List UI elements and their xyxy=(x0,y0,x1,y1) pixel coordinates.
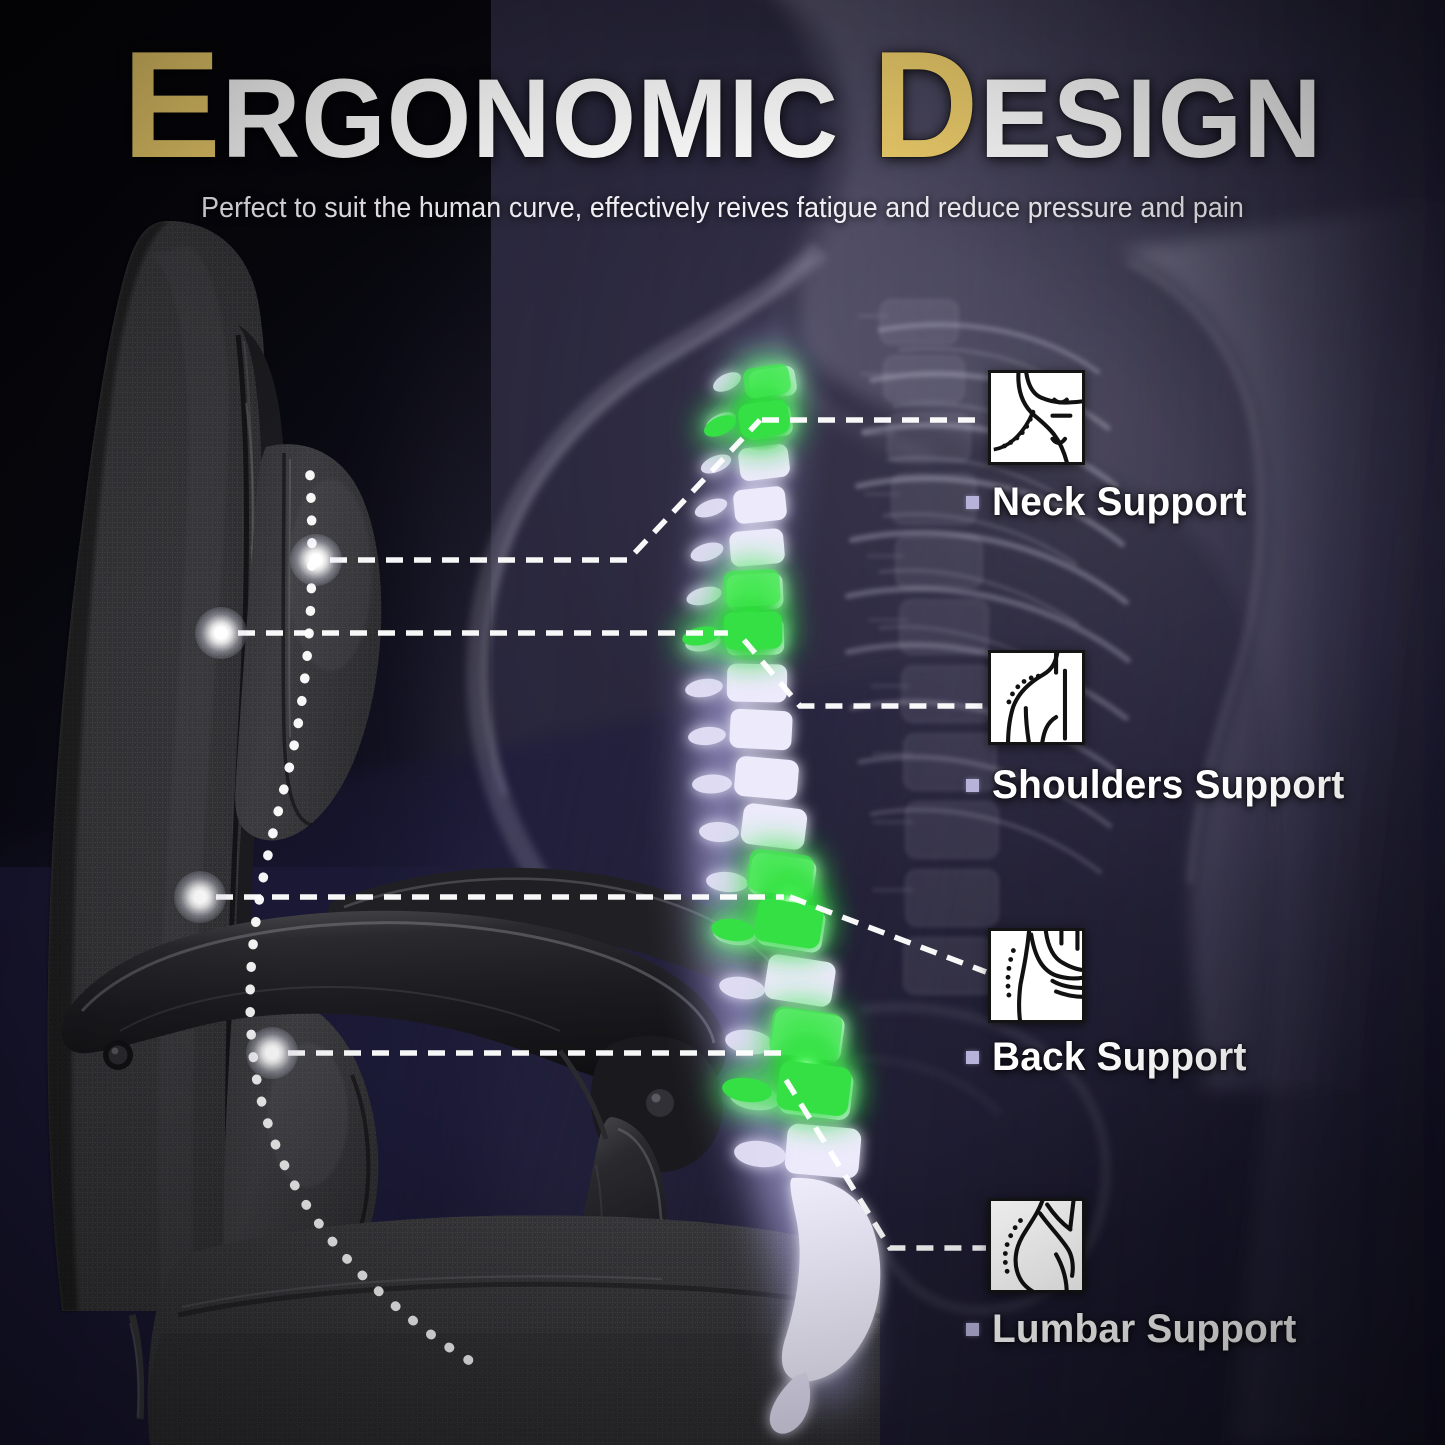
background-vignette xyxy=(0,0,1445,1445)
infographic-canvas: ERGONOMICDESIGN Perfect to suit the huma… xyxy=(0,0,1445,1445)
